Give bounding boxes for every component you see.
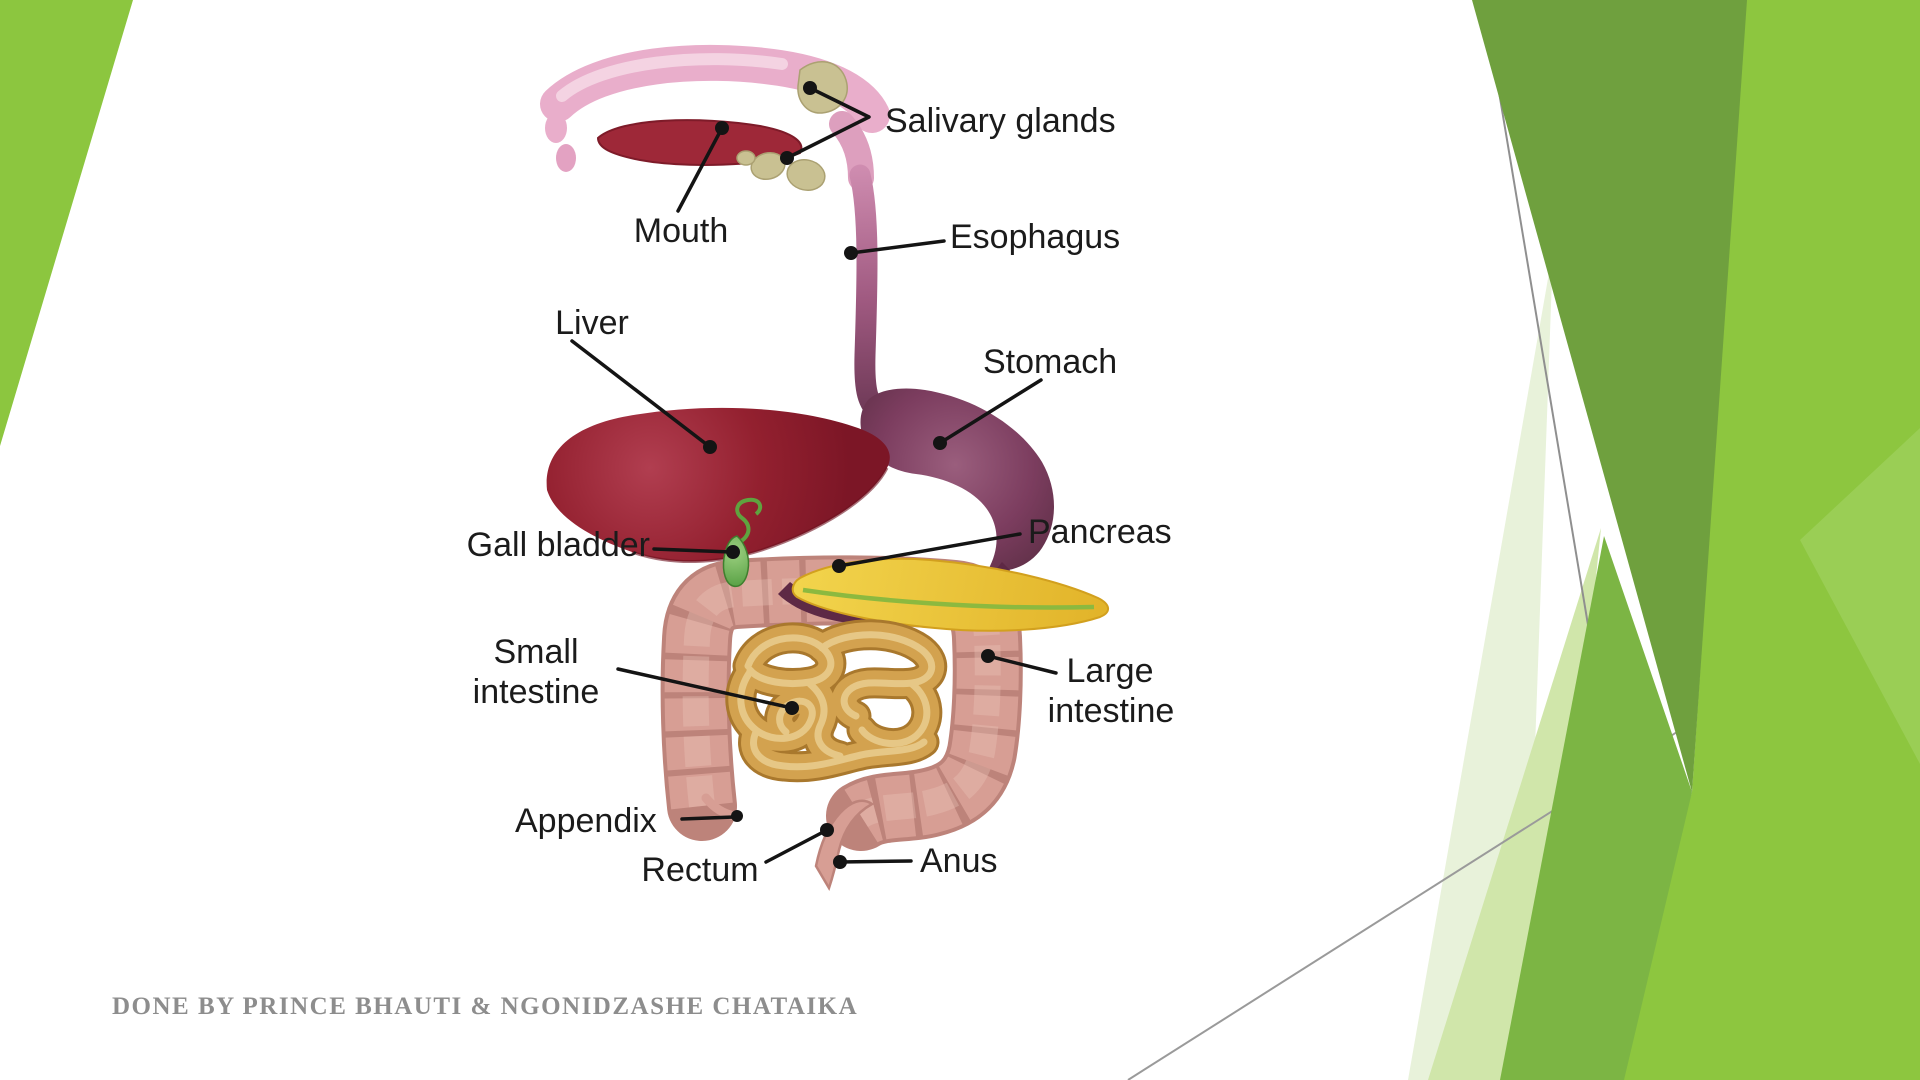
- label-mouth: Mouth: [634, 212, 729, 250]
- rectum-anus-shape: [814, 799, 875, 891]
- dot-rectum: [820, 823, 834, 837]
- dot-anus: [833, 855, 847, 869]
- liver-body: [546, 407, 890, 562]
- sublingual-gland: [786, 159, 826, 191]
- pancreas-body: [791, 557, 1109, 632]
- label-rectum: Rectum: [641, 851, 758, 889]
- colon-haustra: [664, 559, 1019, 844]
- leader-pancreas: [837, 532, 1022, 568]
- bright-green-panel: [1606, 0, 1920, 1080]
- medium-green-band: [1500, 536, 1692, 1080]
- dot-large-intestine: [981, 649, 995, 663]
- leader-lines: [570, 81, 1058, 869]
- small-intestine-highlight: [737, 631, 936, 771]
- leader-small-intestine: [616, 667, 794, 710]
- leader-salivary-glands: [785, 86, 871, 160]
- dot-stomach: [933, 436, 947, 450]
- dot-salivary-2: [780, 151, 794, 165]
- esophagus-tube: [849, 164, 891, 425]
- label-liver: Liver: [555, 304, 629, 342]
- leader-esophagus: [849, 239, 946, 255]
- liver-shape: [546, 407, 890, 563]
- dot-esophagus: [844, 246, 858, 260]
- digestive-system-illustration: [540, 44, 1109, 891]
- leader-gall-bladder: [652, 547, 733, 554]
- label-stomach: Stomach: [983, 343, 1117, 381]
- small-intestine-shape: [725, 619, 948, 783]
- liver-lower-edge: [631, 467, 889, 563]
- label-small-intestine-line1: Small: [493, 633, 578, 671]
- label-large-intestine-line2: intestine: [1048, 692, 1175, 730]
- pancreas-shape: [791, 557, 1109, 632]
- label-salivary-glands: Salivary glands: [885, 102, 1116, 140]
- leader-stomach: [938, 378, 1043, 445]
- green-decoration-right: [1127, 0, 1920, 1080]
- stomach-body: [860, 388, 1054, 572]
- label-appendix: Appendix: [515, 802, 657, 840]
- bile-duct: [735, 497, 763, 544]
- leader-anus: [838, 859, 913, 864]
- label-anus: Anus: [920, 842, 998, 880]
- leader-rectum: [764, 828, 829, 864]
- dot-pancreas: [832, 559, 846, 573]
- dot-appendix: [731, 810, 743, 822]
- light-green-overlay: [1800, 428, 1920, 764]
- leader-mouth: [676, 126, 724, 213]
- dark-green-wedge: [1472, 0, 1747, 792]
- dot-salivary-1: [803, 81, 817, 95]
- dot-mouth: [715, 121, 729, 135]
- label-esophagus: Esophagus: [950, 218, 1120, 256]
- esophagus-shape: [849, 164, 891, 425]
- footer-credit: DONE BY PRINCE BHAUTI & NGONIDZASHE CHAT…: [112, 993, 859, 1020]
- diagram-labels: Salivary glands Mouth Esophagus Liver St…: [467, 102, 1175, 889]
- chin-shape: [556, 144, 576, 172]
- label-gall-bladder: Gall bladder: [467, 526, 650, 564]
- lips-shape: [545, 113, 567, 143]
- left-wedge-shape: [0, 0, 133, 446]
- pancreatic-duct: [802, 587, 1095, 610]
- head-highlight: [556, 53, 788, 102]
- leader-liver: [570, 339, 712, 449]
- stomach-shape: [860, 388, 1054, 572]
- small-gland: [736, 150, 756, 166]
- dot-gall-bladder: [726, 545, 740, 559]
- green-decoration-left: [0, 0, 133, 446]
- dot-liver: [703, 440, 717, 454]
- leader-appendix: [680, 815, 736, 821]
- label-large-intestine-line1: Large: [1067, 652, 1154, 690]
- dot-small-intestine: [785, 701, 799, 715]
- label-small-intestine-line2: intestine: [473, 673, 600, 711]
- label-pancreas: Pancreas: [1028, 513, 1172, 551]
- leader-large-intestine: [986, 654, 1058, 675]
